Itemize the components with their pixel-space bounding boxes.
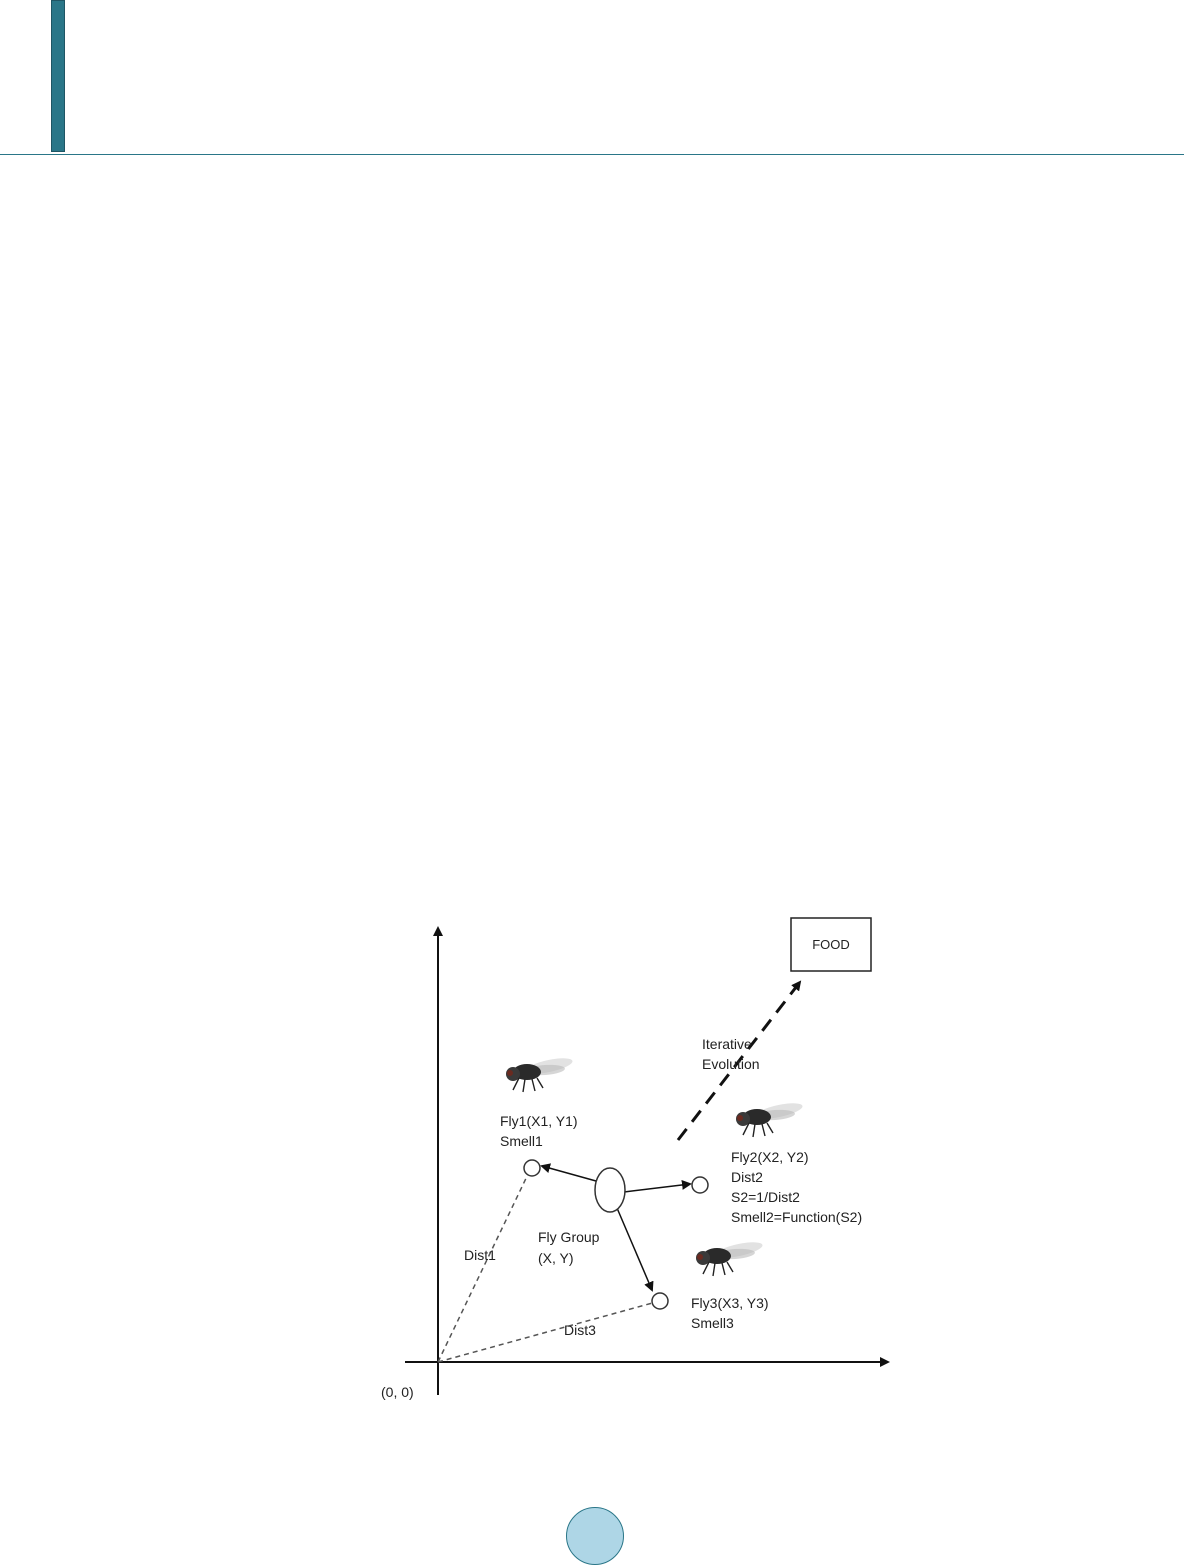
food-box <box>790 917 872 972</box>
arrow-to-fly1 <box>540 1163 597 1182</box>
fly2-node <box>691 1176 709 1194</box>
fly3-label-line2: Smell3 <box>691 1315 734 1331</box>
food-label: FOOD <box>812 937 850 952</box>
iterative-evolution-arrow <box>676 980 802 1141</box>
fly2-label-line2: Dist2 <box>731 1169 763 1185</box>
fly-icon <box>735 1099 805 1138</box>
iterative-evolution-label-line1: Iterative <box>702 1036 752 1052</box>
fly2-label-line1: Fly2(X2, Y2) <box>731 1149 809 1165</box>
fly3-label-line1: Fly3(X3, Y3) <box>691 1295 769 1311</box>
arrow-to-fly3 <box>616 1207 654 1292</box>
arrow-to-fly2 <box>623 1179 692 1193</box>
page-number-circle <box>566 1507 624 1565</box>
iterative-evolution-label-line2: Evolution <box>702 1056 760 1072</box>
fly1-label-line1: Fly1(X1, Y1) <box>500 1113 578 1129</box>
fly-group-label-line1: Fly Group <box>538 1229 600 1245</box>
fly1-node <box>523 1159 541 1177</box>
fly-group-node <box>594 1167 626 1213</box>
fly-icon <box>695 1238 765 1277</box>
dist1-label: Dist1 <box>464 1247 496 1263</box>
fly-group-label-line2: (X, Y) <box>538 1250 574 1266</box>
header-accent-bar <box>51 0 65 152</box>
fly2-label-line3: S2=1/Dist2 <box>731 1189 800 1205</box>
fly2-label-line4: Smell2=Function(S2) <box>731 1209 862 1225</box>
fly-icon <box>505 1054 575 1093</box>
dist3-label: Dist3 <box>564 1322 596 1338</box>
fly3-node <box>651 1292 669 1310</box>
fly1-label-line2: Smell1 <box>500 1133 543 1149</box>
dist3-line <box>437 1301 657 1363</box>
dist1-line <box>437 1169 531 1363</box>
origin-label: (0, 0) <box>381 1384 414 1400</box>
header-divider <box>0 154 1184 155</box>
